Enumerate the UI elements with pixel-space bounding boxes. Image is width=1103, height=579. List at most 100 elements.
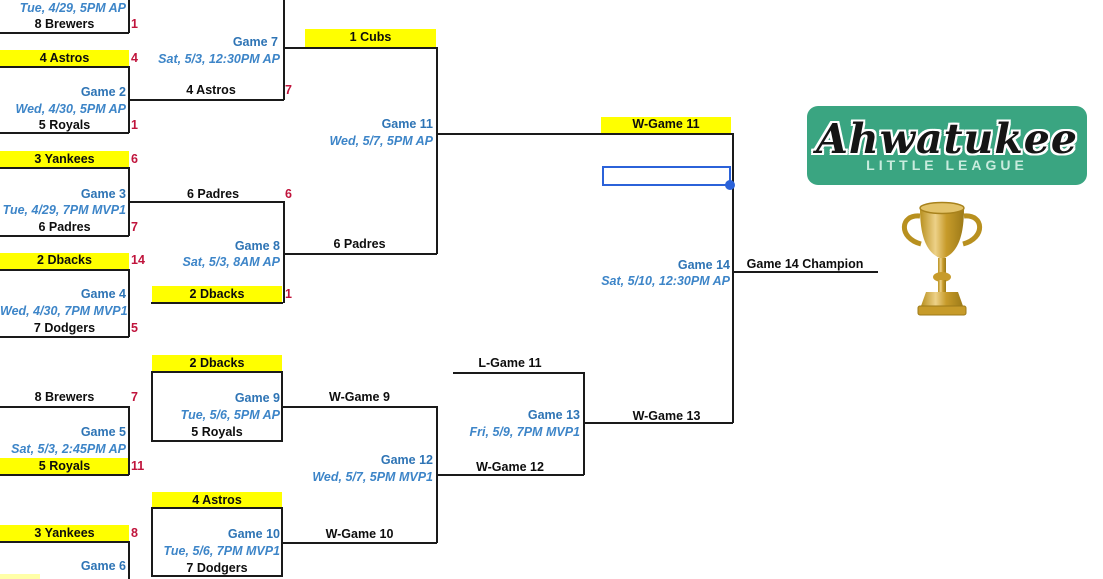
league-logo-title: Ahwatukee — [816, 114, 1078, 163]
date-label: Wed, 5/7, 5PM MVP1 — [312, 470, 433, 484]
bracket-line — [0, 269, 129, 271]
date-label: Sat, 5/10, 12:30PM AP — [601, 274, 730, 288]
bracket-line — [151, 440, 283, 442]
game-label: Game 12 — [380, 453, 433, 467]
team-label: 1 Cubs — [349, 30, 392, 44]
result-label: L-Game 11 — [478, 356, 542, 370]
date-label: Tue, 4/29, 5PM AP — [19, 1, 126, 15]
highlight-bar — [0, 253, 129, 270]
highlight-bar — [152, 492, 282, 508]
team-label: 7 Dodgers — [186, 561, 248, 575]
game-label: Game 14 — [677, 258, 730, 272]
game-label: Game 5 — [80, 425, 126, 439]
score-label: 14 — [131, 253, 145, 267]
team-label: 2 Dbacks — [37, 253, 92, 267]
team-label: 4 Astros — [192, 493, 242, 507]
team-label: 4 Astros — [39, 51, 90, 65]
bracket-line — [732, 271, 878, 273]
game-label: Game 9 — [234, 391, 280, 405]
highlight-bar — [0, 151, 129, 168]
team-label: 6 Padres — [333, 237, 386, 251]
game-label: Game 6 — [80, 559, 126, 573]
date-label: Wed, 4/30, 7PM MVP1 — [0, 304, 128, 318]
game-label: Game 11 — [381, 117, 433, 131]
score-label: 7 — [285, 83, 292, 97]
bracket-line — [151, 371, 153, 441]
game-label: Game 4 — [80, 287, 126, 301]
team-label: 5 Royals — [38, 459, 91, 473]
score-label: 8 — [131, 526, 138, 540]
bracket-line — [151, 507, 283, 509]
bracket-line — [283, 201, 285, 303]
bracket-line — [128, 201, 284, 203]
score-label: 1 — [131, 118, 138, 132]
highlight-bar — [0, 50, 129, 67]
league-logo: Ahwatukee LITTLE LEAGUE — [807, 106, 1087, 185]
score-label: 4 — [131, 51, 138, 65]
date-label: Wed, 5/7, 5PM AP — [329, 134, 433, 148]
game-label: Game 7 — [232, 35, 278, 49]
bracket-line — [151, 507, 153, 576]
team-label: 6 Padres — [186, 187, 240, 201]
bracket-line — [0, 132, 129, 134]
team-label: 6 Padres — [38, 220, 91, 234]
score-label: 6 — [131, 152, 138, 166]
bracket-line — [0, 406, 129, 408]
result-label: W-Game 10 — [325, 527, 394, 541]
bracket-line — [0, 336, 129, 338]
bracket-line — [128, 167, 130, 236]
score-label: 1 — [131, 17, 138, 31]
bracket-line — [151, 575, 283, 577]
bracket-line — [436, 47, 438, 254]
date-label: Wed, 4/30, 5PM AP — [15, 102, 126, 116]
score-label: 6 — [285, 187, 292, 201]
highlight-bar — [0, 574, 40, 579]
bracket-line — [436, 474, 584, 476]
team-label: 4 Astros — [186, 83, 236, 97]
score-label: 5 — [131, 321, 138, 335]
bracket-line — [0, 167, 129, 169]
bracket-line — [128, 406, 130, 475]
game-label: Game 3 — [80, 187, 126, 201]
game-label: Game 2 — [80, 85, 126, 99]
bracket-line — [128, 0, 130, 33]
bracket-line — [583, 372, 585, 475]
score-label: 7 — [131, 220, 138, 234]
highlight-bar — [152, 355, 282, 372]
team-label: 8 Brewers — [34, 390, 95, 404]
date-label: Tue, 5/6, 5PM AP — [180, 408, 280, 422]
team-label: 3 Yankees — [34, 152, 95, 166]
bracket-line — [0, 474, 129, 476]
trophy-icon — [902, 201, 982, 316]
result-label: W-Game 9 — [329, 390, 390, 404]
team-label: 3 Yankees — [34, 526, 95, 540]
result-label: W-Game 13 — [632, 409, 701, 423]
bracket-line — [283, 47, 437, 49]
score-label: 1 — [285, 287, 292, 301]
result-label: W-Game 12 — [476, 460, 544, 474]
highlight-bar — [305, 29, 436, 48]
date-label: Tue, 5/6, 7PM MVP1 — [163, 544, 280, 558]
score-label: 7 — [131, 390, 138, 404]
highlight-bar — [0, 525, 129, 542]
selected-cell[interactable] — [602, 166, 735, 190]
date-label: Sat, 5/3, 8AM AP — [182, 255, 281, 269]
score-label: 11 — [131, 459, 145, 473]
team-label: 5 Royals — [38, 118, 91, 132]
bracket-line — [453, 372, 584, 374]
fill-handle[interactable] — [725, 180, 735, 190]
bracket-line — [128, 269, 130, 337]
bracket-line — [128, 99, 284, 101]
bracket-line — [0, 32, 129, 34]
team-label: 7 Dodgers — [33, 321, 96, 335]
bracket-line — [0, 235, 129, 237]
league-logo-subtitle: LITTLE LEAGUE — [866, 156, 1028, 173]
bracket-line — [283, 0, 285, 100]
team-label: 2 Dbacks — [189, 287, 245, 301]
team-label: 2 Dbacks — [189, 356, 245, 370]
highlight-bar — [601, 117, 731, 133]
bracket-line — [583, 422, 733, 424]
bracket-line — [151, 302, 283, 304]
bracket-line — [0, 66, 129, 68]
